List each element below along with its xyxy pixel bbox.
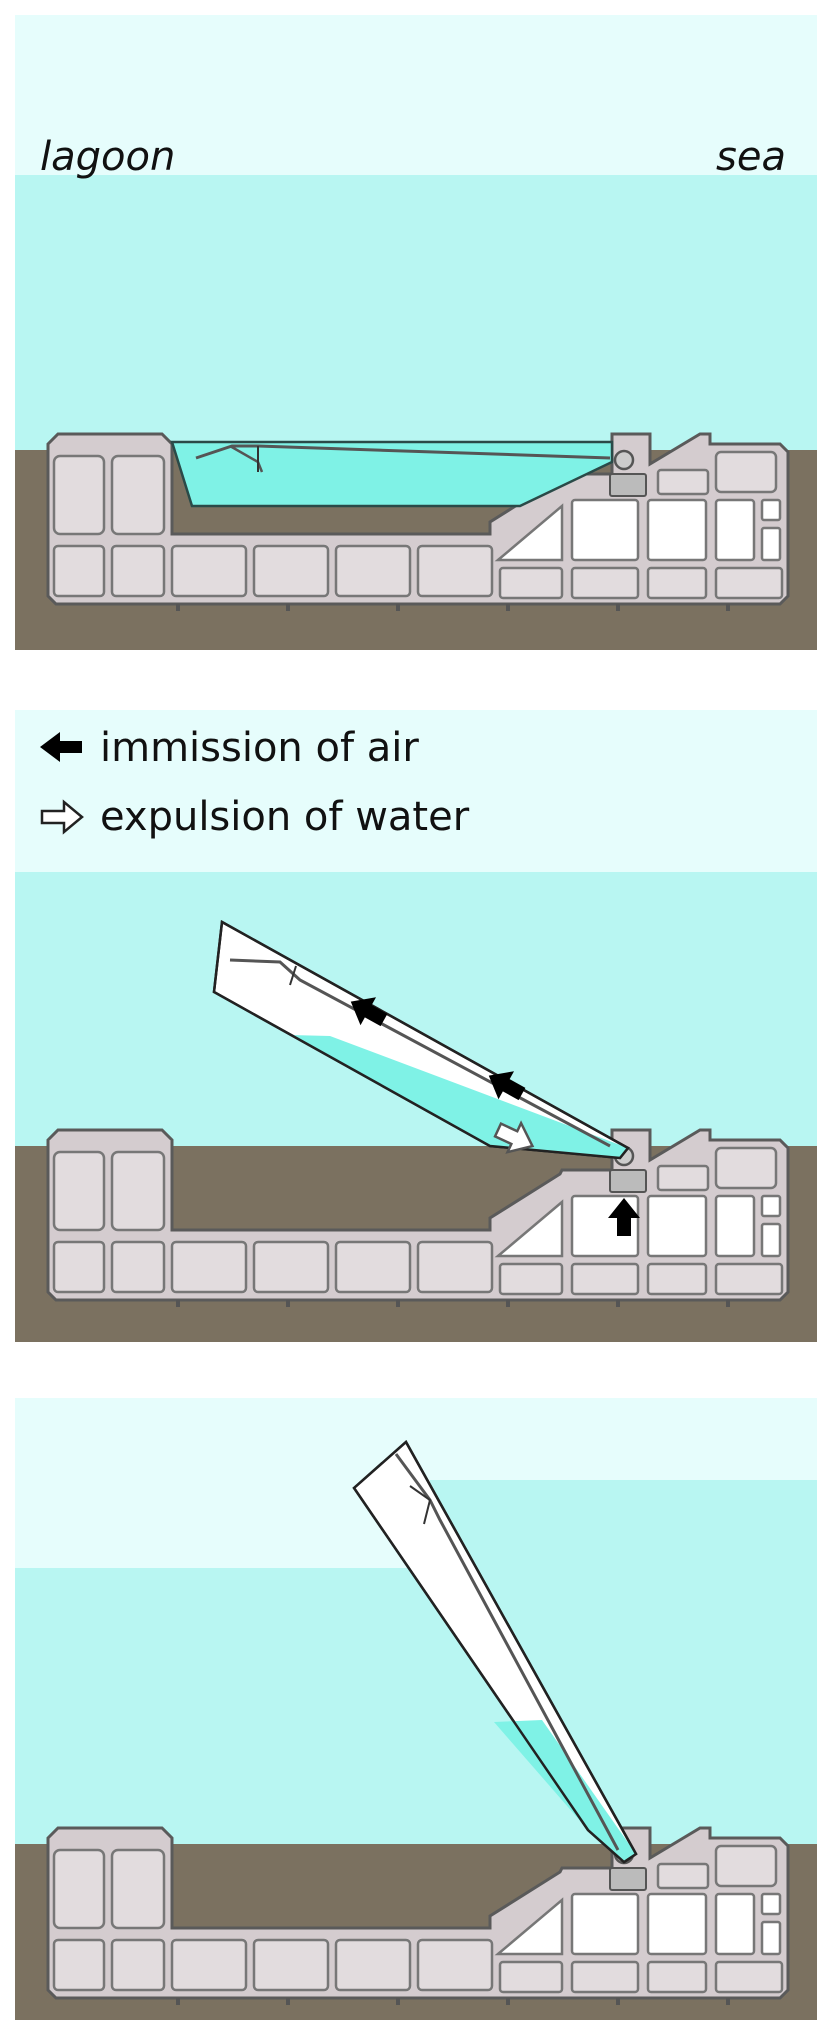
gate-flooded bbox=[170, 440, 614, 508]
panel-rising: immission of air expulsion of water bbox=[15, 710, 817, 1342]
sky-band bbox=[15, 15, 817, 175]
gate-emptied bbox=[352, 1440, 638, 1864]
sky-band bbox=[15, 710, 817, 872]
arrow-right-outline-icon bbox=[40, 799, 84, 835]
legend-expulsion: expulsion of water bbox=[40, 794, 470, 840]
water-region bbox=[15, 175, 817, 450]
arrow-right-outline-icon bbox=[493, 1120, 535, 1154]
gate-partly-flooded bbox=[212, 919, 630, 1160]
panel-resting: lagoon sea bbox=[15, 15, 817, 650]
arrow-left-filled-icon bbox=[350, 997, 640, 1236]
legend-immission-label: immission of air bbox=[100, 725, 419, 771]
arrow-left-filled-icon bbox=[40, 732, 82, 762]
panel-raised bbox=[15, 1398, 817, 2020]
legend: immission of air expulsion of water bbox=[40, 725, 470, 840]
sea-label: sea bbox=[716, 134, 786, 180]
legend-expulsion-label: expulsion of water bbox=[100, 794, 470, 840]
lagoon-label: lagoon bbox=[40, 134, 175, 180]
water-region bbox=[15, 1480, 817, 1844]
legend-immission: immission of air bbox=[40, 725, 419, 771]
